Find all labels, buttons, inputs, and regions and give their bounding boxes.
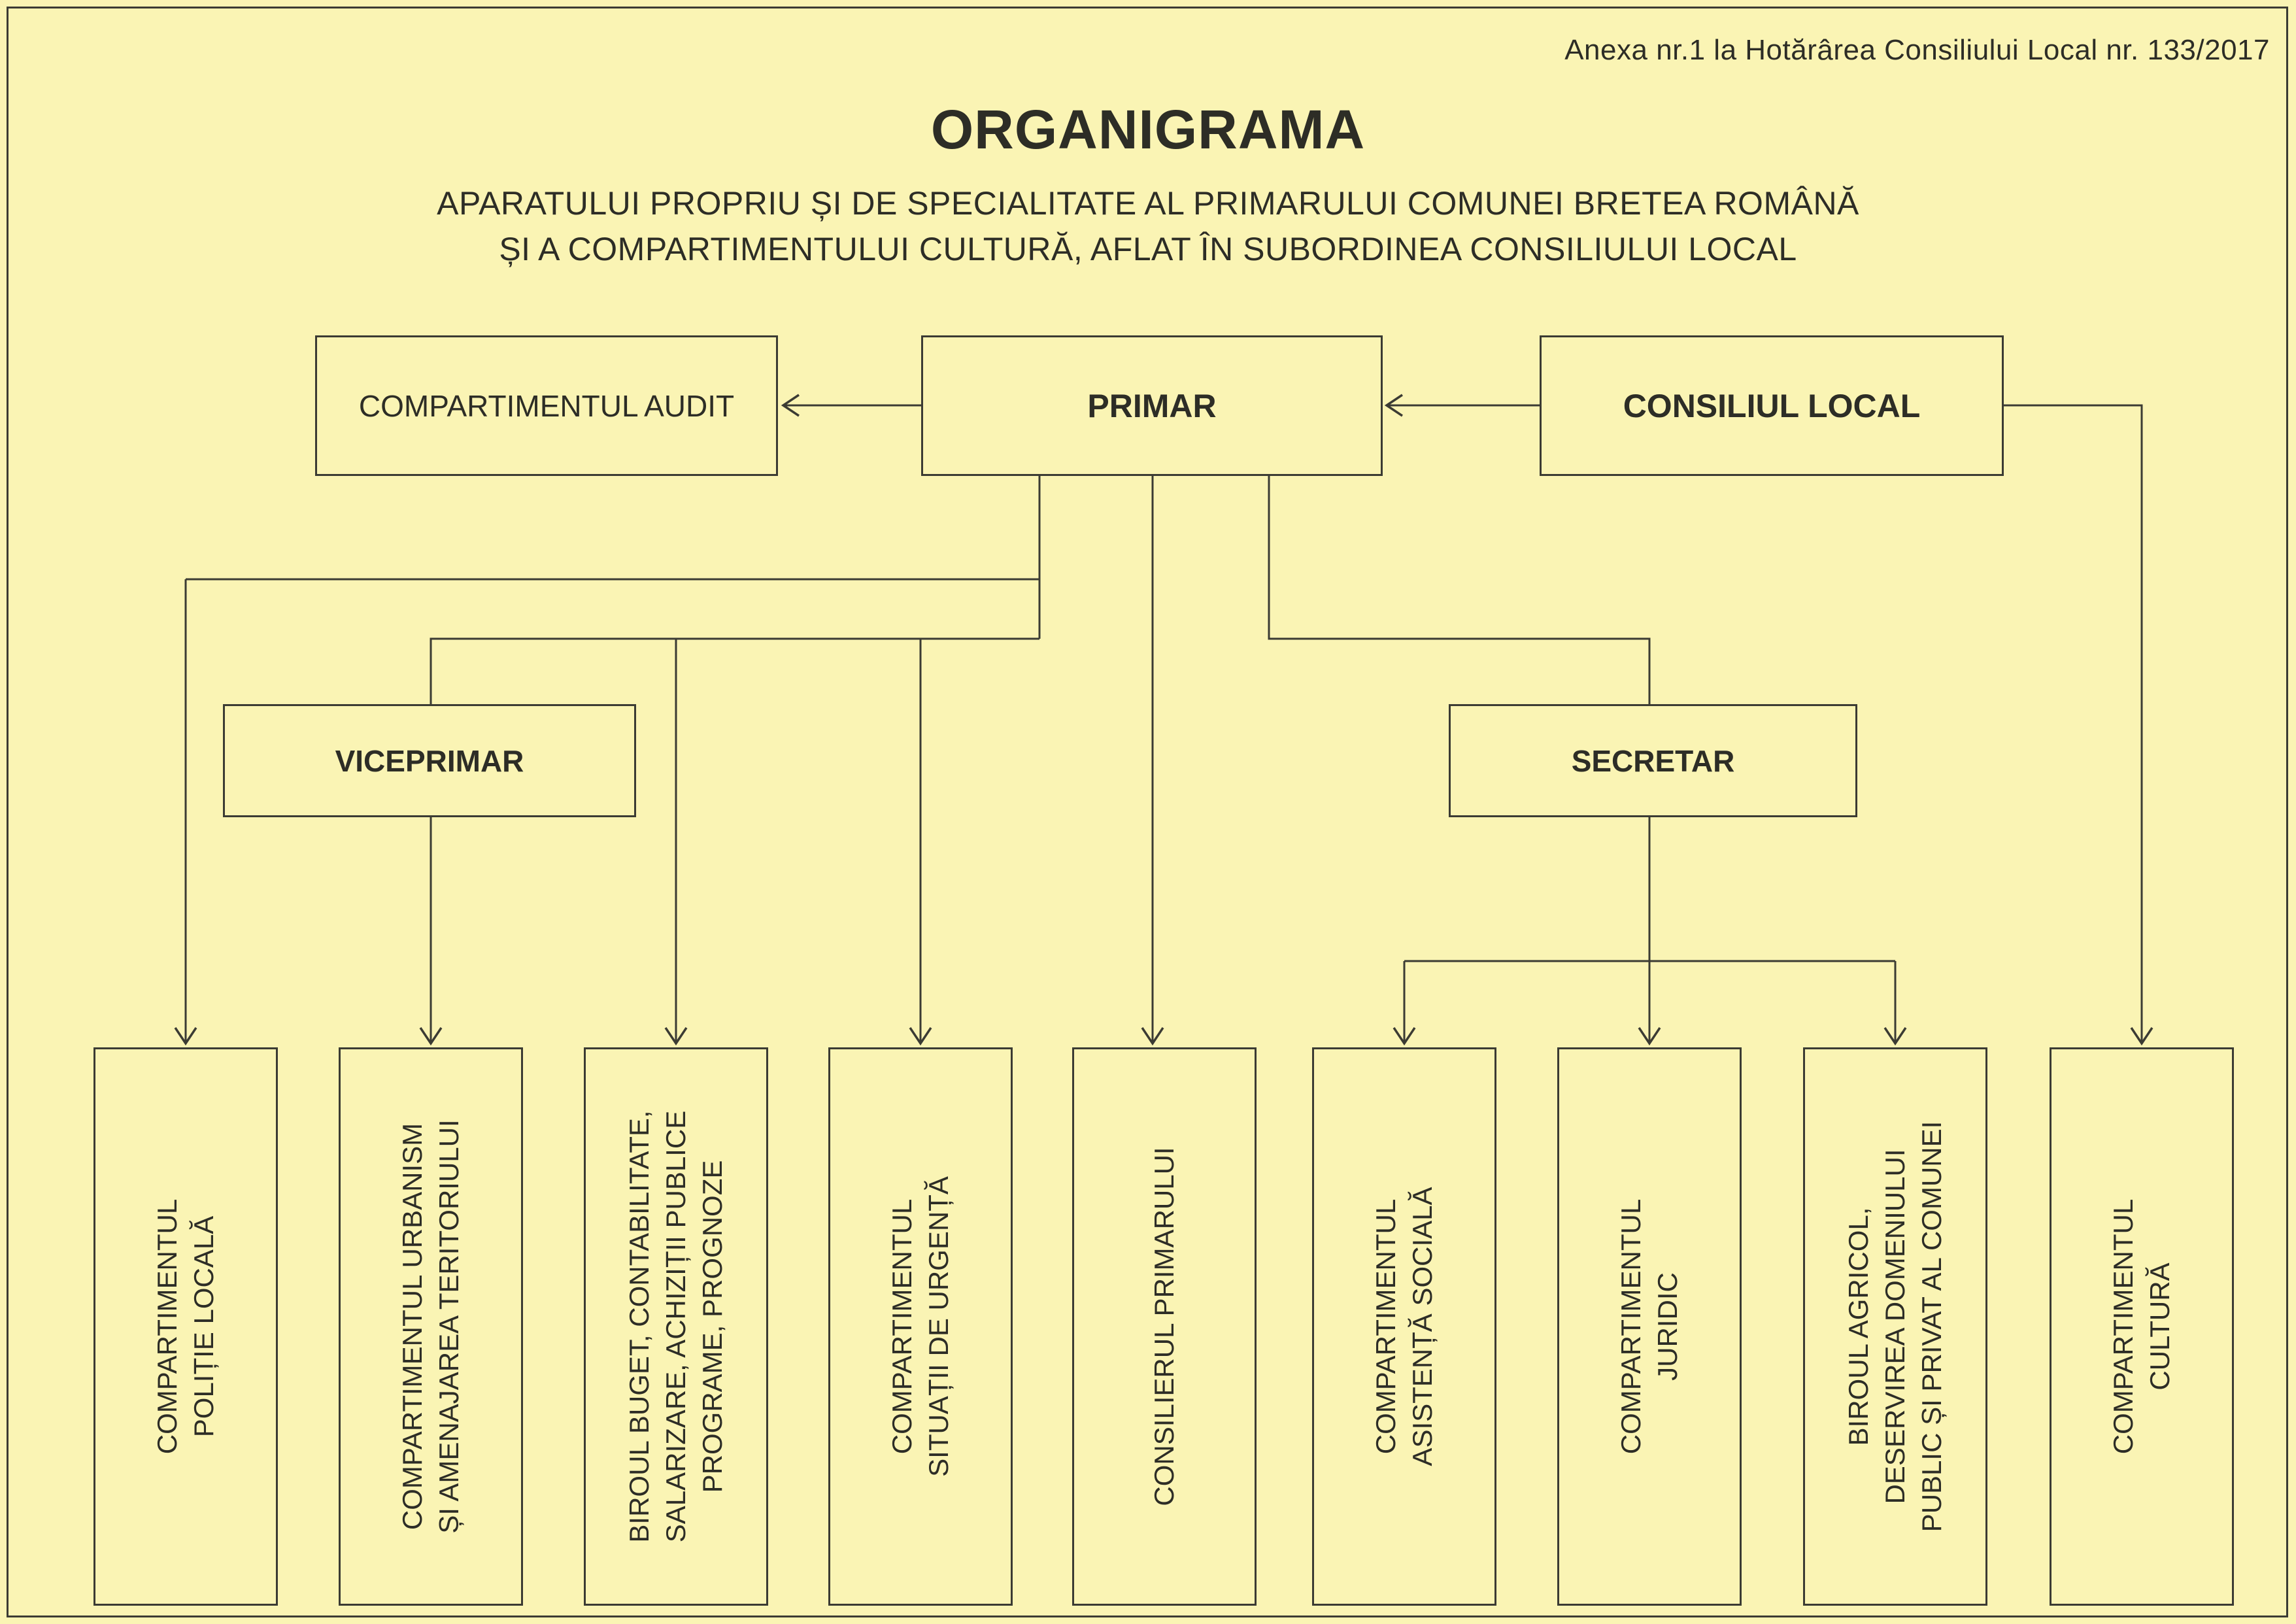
node-buget-contabilitate: BIROUL BUGET, CONTABILITATE, SALARIZARE,… <box>584 1047 768 1606</box>
page-subtitle-line1: APARATULUI PROPRIU ȘI DE SPECIALITATE AL… <box>437 185 1859 222</box>
node-situatii-urgenta-label: COMPARTIMENTUL SITUAȚII DE URGENȚĂ <box>886 1176 954 1477</box>
node-asistenta-sociala-label: COMPARTIMENTUL ASISTENȚĂ SOCIALĂ <box>1370 1187 1438 1466</box>
page-title: ORGANIGRAMA <box>930 99 1366 160</box>
node-compartimentul-audit-label: COMPARTIMENTUL AUDIT <box>358 388 735 423</box>
node-juridic: COMPARTIMENTUL JURIDIC <box>1557 1047 1742 1606</box>
node-biroul-agricol-label: BIROUL AGRICOL, DESERVIREA DOMENIULUI PU… <box>1843 1121 1947 1532</box>
node-viceprimar-label: VICEPRIMAR <box>335 743 524 778</box>
node-asistenta-sociala: COMPARTIMENTUL ASISTENȚĂ SOCIALĂ <box>1312 1047 1496 1606</box>
node-consilierul-primarului: CONSILIERUL PRIMARULUI <box>1072 1047 1257 1606</box>
node-viceprimar: VICEPRIMAR <box>223 704 636 817</box>
node-secretar-label: SECRETAR <box>1571 743 1735 778</box>
node-urbanism-label: COMPARTIMENTUL URBANISM ȘI AMENAJAREA TE… <box>397 1119 464 1534</box>
connector-trunks <box>186 476 1895 962</box>
node-situatii-urgenta: COMPARTIMENTUL SITUAȚII DE URGENȚĂ <box>828 1047 1013 1606</box>
node-cultura: COMPARTIMENTUL CULTURĂ <box>2050 1047 2234 1606</box>
node-juridic-label: COMPARTIMENTUL JURIDIC <box>1615 1198 1683 1455</box>
node-primar: PRIMAR <box>921 335 1383 476</box>
node-urbanism: COMPARTIMENTUL URBANISM ȘI AMENAJAREA TE… <box>339 1047 523 1606</box>
node-consiliul-local-label: CONSILIUL LOCAL <box>1623 387 1921 424</box>
node-consilierul-primarului-label: CONSILIERUL PRIMARULUI <box>1149 1147 1179 1506</box>
node-politie-locala-label: COMPARTIMENTUL POLIȚIE LOCALĂ <box>152 1198 219 1455</box>
node-consiliul-local: CONSILIUL LOCAL <box>1540 335 2004 476</box>
node-secretar: SECRETAR <box>1449 704 1857 817</box>
page-subtitle-line2: ȘI A COMPARTIMENTULUI CULTURĂ, AFLAT ÎN … <box>499 231 1797 267</box>
node-politie-locala: COMPARTIMENTUL POLIȚIE LOCALĂ <box>93 1047 278 1606</box>
node-biroul-agricol: BIROUL AGRICOL, DESERVIREA DOMENIULUI PU… <box>1803 1047 1987 1606</box>
annexe-annotation: Anexa nr.1 la Hotărârea Consiliului Loca… <box>1564 34 2270 66</box>
node-primar-label: PRIMAR <box>1087 387 1217 424</box>
node-buget-contabilitate-label: BIROUL BUGET, CONTABILITATE, SALARIZARE,… <box>624 1110 728 1543</box>
node-compartimentul-audit: COMPARTIMENTUL AUDIT <box>315 335 778 476</box>
node-cultura-label: COMPARTIMENTUL CULTURĂ <box>2108 1198 2175 1455</box>
connector-consiliul-to-cultura <box>2004 404 2153 1046</box>
